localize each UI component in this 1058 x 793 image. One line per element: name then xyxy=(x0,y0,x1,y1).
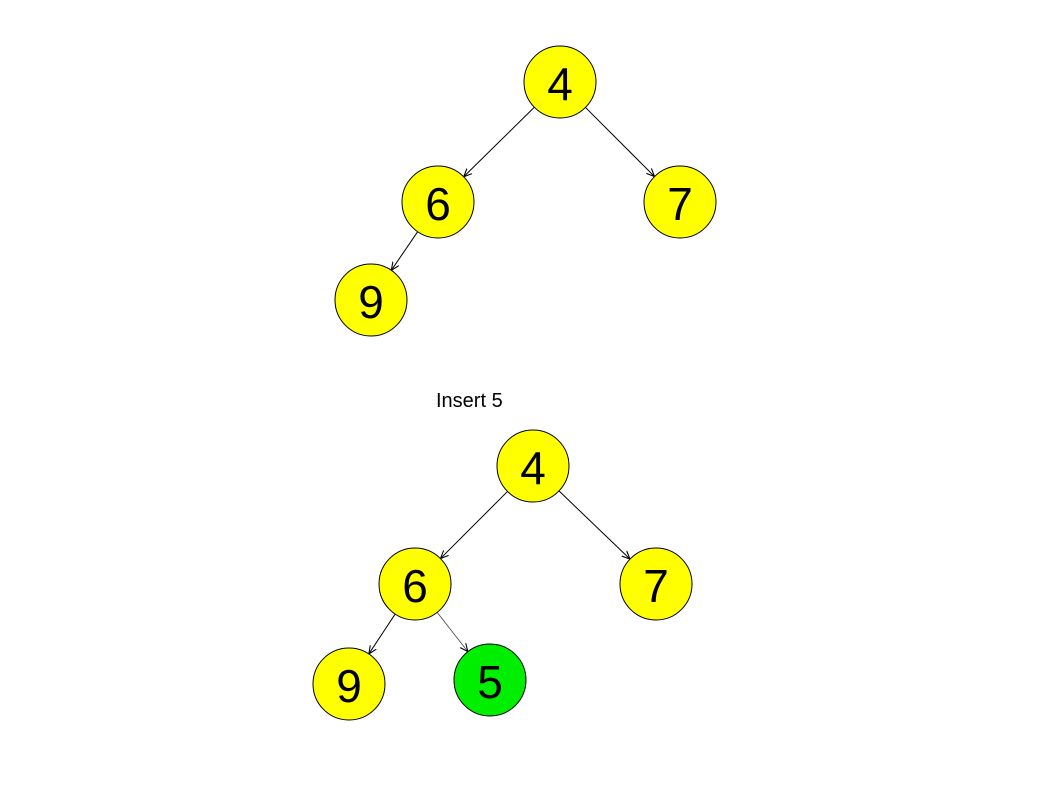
tree-node-before-4: 4 xyxy=(523,45,597,119)
node-circle xyxy=(643,165,717,239)
node-circle xyxy=(496,429,570,503)
edge-after-b4-b6 xyxy=(440,491,508,558)
tree-node-after-9: 9 xyxy=(312,647,386,721)
node-label: 5 xyxy=(477,656,503,708)
edge-after-b4-b7 xyxy=(558,490,630,559)
node-circle xyxy=(453,643,527,717)
node-circle xyxy=(401,165,475,239)
node-label: 9 xyxy=(358,276,384,328)
node-label: 7 xyxy=(667,178,693,230)
node-label: 4 xyxy=(520,442,546,494)
node-label: 4 xyxy=(547,58,573,110)
node-circle xyxy=(619,547,693,621)
node-circle xyxy=(312,647,386,721)
node-circle xyxy=(334,263,408,337)
node-circle xyxy=(523,45,597,119)
node-label: 6 xyxy=(425,178,451,230)
edge-after-b6-b5 xyxy=(436,612,468,651)
insert-caption: Insert 5 xyxy=(436,390,503,412)
tree-node-after-4: 4 xyxy=(496,429,570,503)
edges-layer xyxy=(369,106,655,654)
edge-after-b6-b9 xyxy=(369,613,396,654)
tree-node-before-9: 9 xyxy=(334,263,408,337)
tree-node-after-6: 6 xyxy=(378,547,452,621)
edge-before-a4-a6 xyxy=(464,106,535,177)
edge-before-a6-a9 xyxy=(391,231,419,271)
tree-node-before-7: 7 xyxy=(643,165,717,239)
nodes-layer: 4 6 7 9 4 6 7 9 5 xyxy=(312,45,717,721)
node-label: 6 xyxy=(402,560,428,612)
node-label: 9 xyxy=(336,660,362,712)
tree-node-before-6: 6 xyxy=(401,165,475,239)
node-label: 7 xyxy=(643,560,669,612)
edge-before-a4-a7 xyxy=(585,107,654,176)
node-circle xyxy=(378,547,452,621)
tree-node-after-7: 7 xyxy=(619,547,693,621)
tree-node-after-5: 5 xyxy=(453,643,527,717)
